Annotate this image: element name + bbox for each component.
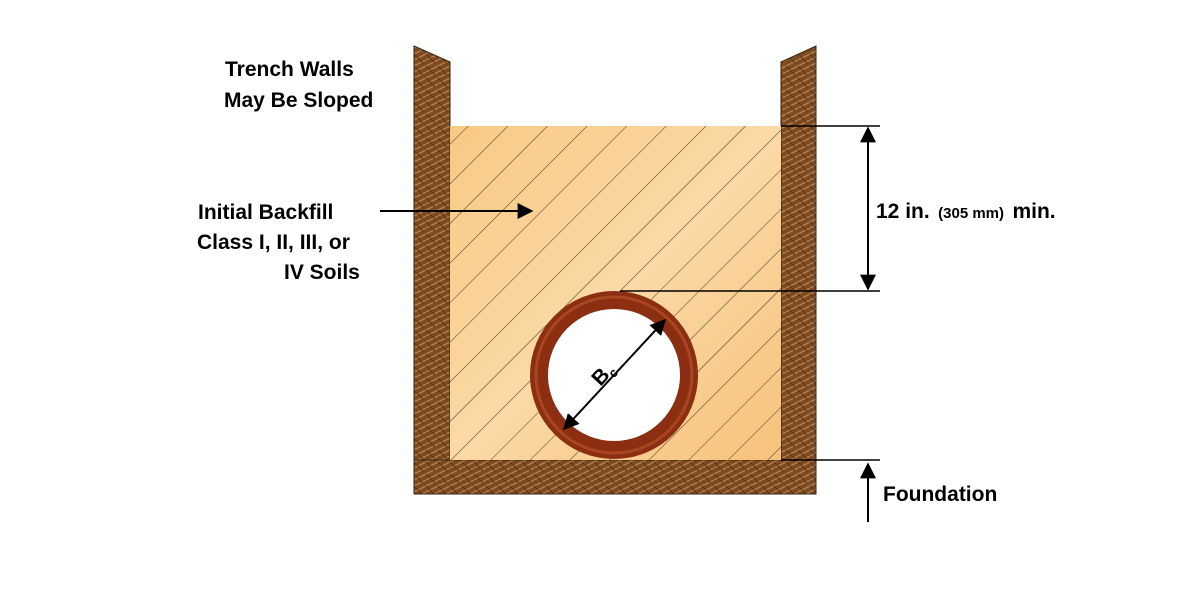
trench-walls-line-1: Trench Walls [225,58,354,81]
diameter-arrow [562,318,667,431]
right-trench-wall [780,45,817,461]
trench-walls-label: Trench Walls May Be Sloped [224,58,373,112]
trench-walls-line-2: May Be Sloped [224,89,373,112]
foundation-marker: Foundation [781,459,997,522]
left-trench-wall [413,45,451,461]
backfill-line-2: Class I, II, III, or [197,231,350,254]
cover-dimension: 12 in. (305 mm) min. [620,125,1056,292]
backfill-label: Initial Backfill Class I, II, III, or IV… [197,201,534,284]
cover-depth-label: 12 in. (305 mm) min. [876,200,1056,223]
backfill-line-1: Initial Backfill [198,201,333,224]
backfill-line-3: IV Soils [284,261,360,284]
foundation-label: Foundation [883,483,997,506]
foundation-layer [413,459,817,495]
